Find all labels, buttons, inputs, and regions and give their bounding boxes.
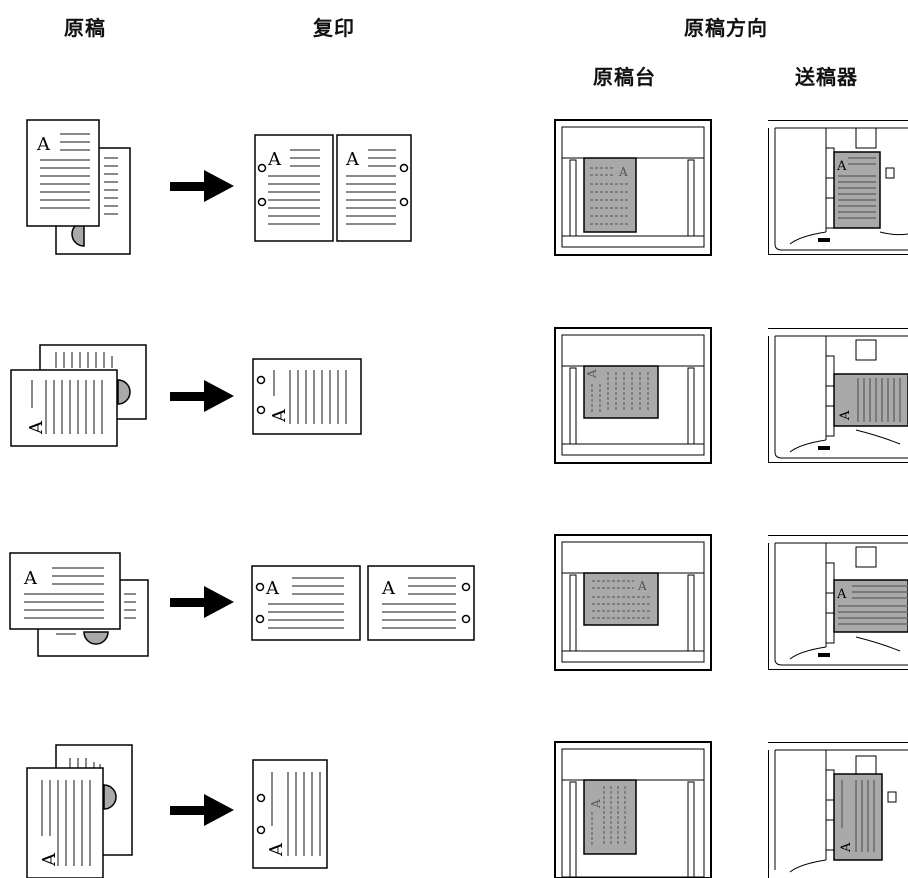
punch-hole bbox=[399, 197, 409, 207]
copy-sheet-1 bbox=[252, 759, 328, 869]
front-page bbox=[9, 552, 121, 630]
glyph-a-rotated: A bbox=[839, 842, 854, 853]
glyph-a-rotated: A bbox=[266, 842, 287, 857]
punch-hole bbox=[255, 582, 265, 592]
glyph-a: A bbox=[836, 587, 847, 602]
glyph-a: A bbox=[265, 578, 280, 599]
punch-hole bbox=[256, 405, 266, 415]
glyph-a-rotated: A bbox=[838, 410, 853, 421]
row-1-arrow bbox=[170, 170, 234, 202]
row-2-arrow bbox=[170, 380, 234, 412]
glyph-a: A bbox=[267, 149, 282, 170]
header-orientation: 原稿方向 bbox=[684, 16, 768, 40]
row-4-original: A bbox=[26, 744, 133, 878]
punch-hole bbox=[256, 825, 266, 835]
original-on-glass bbox=[583, 365, 659, 419]
original-on-glass bbox=[583, 779, 637, 855]
glyph-a-rotated: A bbox=[39, 852, 60, 867]
glyph-a: A bbox=[23, 568, 38, 589]
row-4-arrow bbox=[170, 794, 234, 826]
row-4-platen: A bbox=[554, 741, 712, 878]
header-original: 原稿 bbox=[64, 16, 106, 40]
punch-hole bbox=[83, 631, 109, 645]
punch-hole bbox=[256, 375, 266, 385]
row-1-copy: A A bbox=[254, 134, 412, 242]
row-2-platen: A bbox=[554, 327, 712, 464]
punch-hole bbox=[117, 379, 131, 405]
row-2-copy: A bbox=[252, 358, 362, 435]
row-3-original: A bbox=[9, 552, 149, 657]
glyph-a: A bbox=[618, 165, 628, 179]
header-feeder: 送稿器 bbox=[795, 65, 858, 89]
row-4-copy: A bbox=[252, 759, 328, 869]
original-in-feeder bbox=[833, 373, 908, 427]
row-3-arrow bbox=[170, 586, 234, 618]
punch-hole bbox=[257, 197, 267, 207]
row-4-feeder: A bbox=[768, 742, 908, 878]
row-2-feeder: A bbox=[768, 328, 908, 463]
punch-hole bbox=[399, 163, 409, 173]
row-3-feeder: A bbox=[768, 535, 908, 670]
punch-hole bbox=[461, 582, 471, 592]
glyph-a: A bbox=[637, 579, 647, 593]
front-page bbox=[10, 369, 118, 447]
glyph-a: A bbox=[381, 578, 396, 599]
row-1-feeder: A bbox=[768, 120, 908, 255]
punch-hole bbox=[255, 614, 265, 624]
glyph-a-rotated: A bbox=[585, 369, 599, 379]
punch-hole bbox=[461, 614, 471, 624]
original-on-glass bbox=[583, 157, 637, 233]
row-3-copy: A A bbox=[251, 565, 475, 641]
glyph-a: A bbox=[345, 149, 360, 170]
glyph-a: A bbox=[36, 134, 51, 155]
row-3-platen: A bbox=[554, 534, 712, 671]
punch-hole bbox=[257, 163, 267, 173]
row-1-platen: A bbox=[554, 119, 712, 256]
header-platen: 原稿台 bbox=[593, 65, 656, 89]
header-copy: 复印 bbox=[313, 16, 355, 40]
original-on-glass bbox=[583, 572, 659, 626]
glyph-a-rotated: A bbox=[26, 420, 47, 435]
glyph-a: A bbox=[836, 159, 847, 174]
punch-hole bbox=[256, 793, 266, 803]
punch-hole bbox=[103, 784, 117, 810]
glyph-a-rotated: A bbox=[269, 408, 290, 423]
glyph-a-rotated: A bbox=[589, 799, 603, 809]
row-1-original: A bbox=[26, 119, 131, 255]
row-2-original: A bbox=[10, 344, 147, 447]
